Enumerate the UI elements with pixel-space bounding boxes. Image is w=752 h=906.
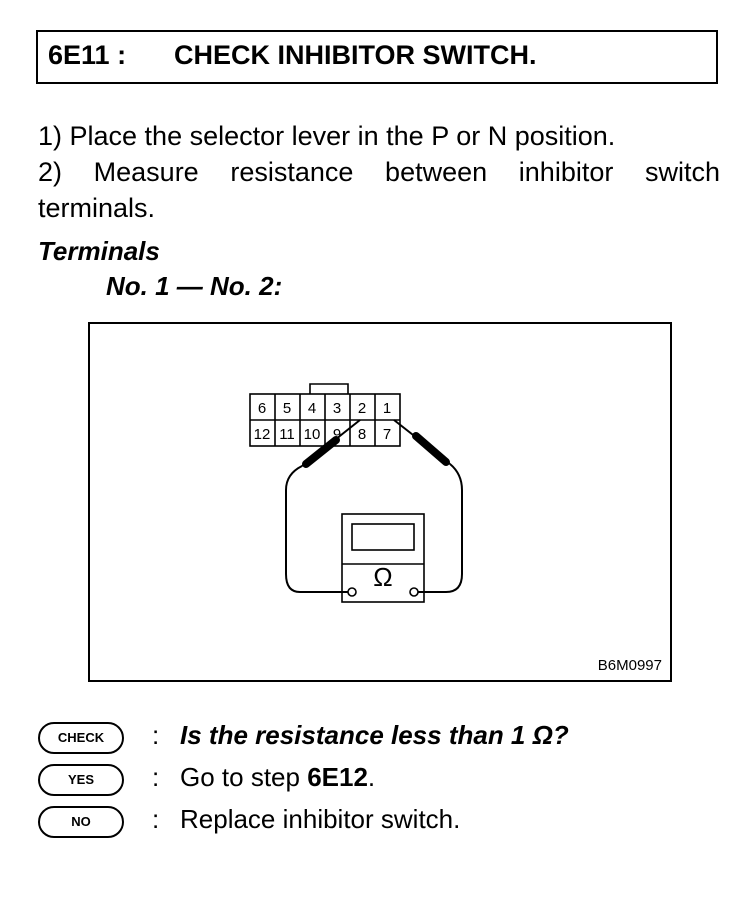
no-answer: Replace inhibitor switch. xyxy=(180,804,461,834)
check-colon: : xyxy=(152,720,160,750)
instruction-step-1: 1) Place the selector lever in the P or … xyxy=(38,121,616,151)
yes-text: Go to step xyxy=(180,762,308,792)
pin-label: 12 xyxy=(254,426,271,443)
page-title: CHECK INHIBITOR SWITCH. xyxy=(174,40,537,70)
pin-label: 10 xyxy=(304,426,321,443)
pin-label: 5 xyxy=(283,400,291,417)
probe-handle-right xyxy=(412,432,450,466)
pin-label: 7 xyxy=(383,426,391,443)
terminals-heading: Terminals xyxy=(38,236,160,266)
yes-badge: YES xyxy=(38,764,124,796)
terminals-pair: No. 1 — No. 2: xyxy=(106,271,283,301)
no-badge: NO xyxy=(38,806,124,838)
pin-label: 6 xyxy=(258,400,266,417)
probe-lead-right xyxy=(418,463,463,593)
check-badge: CHECK xyxy=(38,722,124,754)
connector-latch xyxy=(309,383,349,394)
ohm-symbol: Ω xyxy=(373,562,392,592)
pin-label: 9 xyxy=(333,426,341,443)
step-id: 6E11 : xyxy=(48,40,127,70)
meter-jack-left xyxy=(347,587,357,597)
check-question: Is the resistance less than 1 Ω? xyxy=(180,720,569,750)
connector-meter-diagram: 6 5 4 3 2 1 12 11 10 9 8 7 Ω xyxy=(249,383,463,603)
pin-label: 8 xyxy=(358,426,366,443)
step-reference: 6E12 xyxy=(307,762,368,792)
pin-label: 1 xyxy=(383,400,391,417)
probe-handle-left xyxy=(302,436,340,468)
meter-jack-right xyxy=(409,587,419,597)
pin-label: 11 xyxy=(279,426,295,443)
probe-lead-left xyxy=(285,465,348,593)
ohmmeter-body xyxy=(341,513,425,603)
instruction-list: 1) Place the selector lever in the P or … xyxy=(38,118,720,226)
no-colon: : xyxy=(152,804,160,834)
pin-label: 3 xyxy=(333,400,341,417)
wiring-diagram: 6 5 4 3 2 1 12 11 10 9 8 7 Ω B6M0997 xyxy=(88,322,672,682)
pin-label: 2 xyxy=(358,400,366,417)
ohmmeter-display xyxy=(351,523,415,551)
yes-colon: : xyxy=(152,762,160,792)
yes-suffix: . xyxy=(367,762,376,792)
instruction-step-2: 2) Measure resistance between inhibitor … xyxy=(38,157,720,223)
section-title-box: 6E11 : CHECK INHIBITOR SWITCH. xyxy=(36,30,718,84)
figure-id: B6M0997 xyxy=(597,657,662,674)
pin-label: 4 xyxy=(308,400,316,417)
yes-answer: Go to step 6E12. xyxy=(180,762,375,793)
